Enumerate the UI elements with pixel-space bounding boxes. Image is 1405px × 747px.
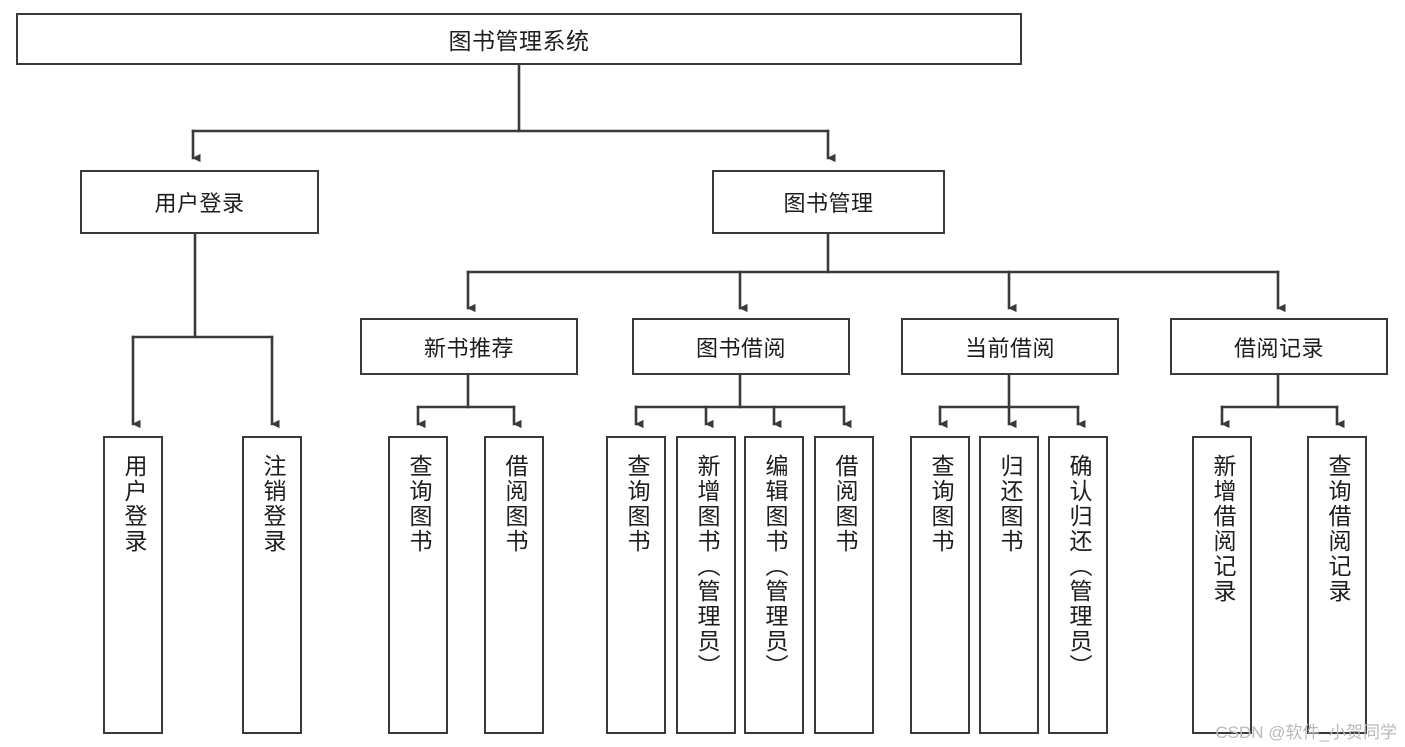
node-leaf-query-book-current[interactable]: 查询图书 [910,436,970,734]
node-label: 借阅图书 [831,454,858,554]
node-root-book-management-system[interactable]: 图书管理系统 [16,13,1022,65]
node-label: 归还图书 [996,454,1023,554]
node-leaf-user-login[interactable]: 用户登录 [103,436,163,734]
node-user-login[interactable]: 用户登录 [80,170,319,234]
node-label: 查询图书 [405,454,432,554]
node-leaf-return-book[interactable]: 归还图书 [979,436,1039,734]
node-leaf-query-borrow-record[interactable]: 查询借阅记录 [1307,436,1367,734]
node-leaf-borrow-book[interactable]: 借阅图书 [814,436,874,734]
node-label: 查询图书 [927,454,954,554]
node-label: 图书管理系统 [448,28,590,54]
node-leaf-add-borrow-record[interactable]: 新增借阅记录 [1192,436,1252,734]
node-leaf-logout[interactable]: 注销登录 [242,436,302,734]
node-leaf-add-book[interactable]: 新增图书（管理员） [676,436,736,734]
node-leaf-query-book-recommend[interactable]: 查询图书 [388,436,448,734]
node-current-borrow[interactable]: 当前借阅 [901,318,1119,375]
node-label: 图书借阅 [695,335,786,361]
node-new-book-recommend[interactable]: 新书推荐 [360,318,578,375]
node-label: 查询图书 [623,454,650,554]
node-book-manage[interactable]: 图书管理 [712,170,945,234]
csdn-watermark: CSDN @软件_小贺同学 [1215,723,1397,742]
node-label: 查询借阅记录 [1324,454,1351,604]
node-label: 新书推荐 [423,335,514,361]
node-label: 新增图书（管理员） [693,454,720,679]
node-leaf-confirm-return[interactable]: 确认归还（管理员） [1048,436,1108,734]
node-label: 用户登录 [120,454,147,554]
node-label: 借阅记录 [1233,335,1324,361]
node-label: 图书管理 [783,191,874,216]
node-label: 当前借阅 [964,335,1055,361]
node-leaf-edit-book[interactable]: 编辑图书（管理员） [744,436,804,734]
node-label: 注销登录 [259,454,286,554]
node-label: 确认归还（管理员） [1065,454,1092,679]
node-label: 用户登录 [154,191,245,216]
node-leaf-query-book-borrow[interactable]: 查询图书 [606,436,666,734]
node-book-borrow[interactable]: 图书借阅 [632,318,850,375]
node-borrow-record[interactable]: 借阅记录 [1170,318,1388,375]
node-leaf-borrow-book-recommend[interactable]: 借阅图书 [484,436,544,734]
node-label: 新增借阅记录 [1209,454,1236,604]
node-label: 编辑图书（管理员） [761,454,788,679]
node-label: 借阅图书 [501,454,528,554]
